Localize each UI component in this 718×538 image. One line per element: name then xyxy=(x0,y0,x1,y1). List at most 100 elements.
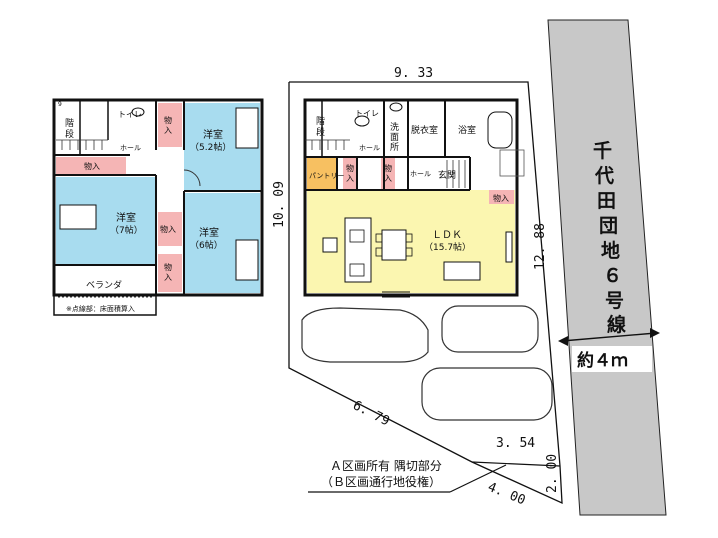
dim-corner-c: 2. 00 xyxy=(545,454,560,493)
road-name-char-4: 団 xyxy=(599,215,618,237)
f1-storage-label-2a: 物 xyxy=(384,163,392,173)
f1-storage-fill-3 xyxy=(489,190,514,204)
bedroom-b-label: 洋室 xyxy=(116,211,136,224)
dressing-label: 脱衣室 xyxy=(411,124,438,136)
pantry-fill xyxy=(307,157,337,190)
f1-stairs-label-2: 段 xyxy=(316,126,325,138)
f2-hall-label: ホール xyxy=(120,144,141,152)
f1-storage-label-3: 物入 xyxy=(493,193,509,203)
f2-toilet-icon xyxy=(131,107,145,117)
road-strip xyxy=(547,19,667,516)
bedroom-c-size: （6帖） xyxy=(190,239,223,251)
road-name-char-5: 地 xyxy=(601,239,620,262)
dining-chair-icon xyxy=(405,233,413,243)
dim-corner-a: 3. 54 xyxy=(496,436,535,451)
f2-storage-fill-3 xyxy=(158,212,182,246)
easement-note-line2: （Ｂ区画通行地役権） xyxy=(321,474,441,489)
f1-hall-label: ホール xyxy=(359,144,380,152)
easement-note-line1: Ａ区画所有 隅切部分 xyxy=(330,458,442,473)
f1-storage-label-1b: 入 xyxy=(346,174,354,183)
f2-storage-fill-2 xyxy=(56,157,126,175)
f1-windows xyxy=(382,291,410,298)
bed-icon-a xyxy=(235,107,259,149)
dim-diagonal: 6. 79 xyxy=(350,398,392,429)
dim-top: 9. 33 xyxy=(394,66,433,81)
bedroom-c-label: 洋室 xyxy=(199,226,219,239)
door-arc xyxy=(183,169,201,187)
tv-stand-icon xyxy=(505,231,513,263)
dining-table-icon xyxy=(381,229,407,261)
f1-stair-treads xyxy=(305,139,350,150)
f1-stairs-label-1: 階 xyxy=(316,116,325,127)
f2-toilet-label: トイレ xyxy=(118,110,142,119)
floor1-plan: 階 段 トイレ ホール 洗 面 所 脱衣室 浴室 ホール 玄関 パントリー 物 … xyxy=(303,98,525,298)
fridge-icon xyxy=(322,237,338,253)
f2-storage-label-1b: 入 xyxy=(164,126,172,135)
road-width-label: 約４ｍ xyxy=(577,350,628,371)
car-icon xyxy=(301,307,429,363)
road-name-char-6: ６ xyxy=(603,265,622,287)
f1-storage-label-1a: 物 xyxy=(346,163,354,173)
car-icon xyxy=(421,367,553,421)
f2-storage-fill-4 xyxy=(158,254,182,292)
bedroom-a-label: 洋室 xyxy=(203,128,223,141)
parked-cars xyxy=(301,305,553,421)
entrance-steps xyxy=(446,149,525,188)
sofa-icon xyxy=(443,261,481,281)
f2-storage-fill-1 xyxy=(158,103,182,147)
f1-wash-label-1: 洗 xyxy=(390,121,399,133)
kitchen-stove-icon xyxy=(349,263,365,277)
bedroom-a-size: （5.2帖） xyxy=(190,141,231,153)
road-arrow-right xyxy=(650,328,660,338)
f2-stairs-label-1: 階 xyxy=(65,118,74,129)
dim-right: 12. 88 xyxy=(533,223,548,270)
f2-stairs-label-2: 段 xyxy=(65,128,74,140)
ldk-label: ＬＤＫ xyxy=(432,230,462,241)
bed-icon-b xyxy=(59,204,97,230)
bedroom-b-size: （7帖） xyxy=(110,224,143,236)
bath-label: 浴室 xyxy=(458,124,476,136)
floor1-outer-wall xyxy=(303,98,519,297)
bathtub-icon xyxy=(487,111,513,149)
f1-hall2-label: ホール xyxy=(410,170,431,178)
f1-wash-label-3: 所 xyxy=(390,142,399,153)
road-name-char-3: 田 xyxy=(597,190,616,212)
balcony-outline xyxy=(53,264,157,316)
f2-storage-label-4a: 物 xyxy=(164,262,172,272)
f2-storage-label-4b: 入 xyxy=(164,273,172,282)
road-name-char-7: 号 xyxy=(605,290,624,312)
car-icon xyxy=(441,305,539,353)
road-name-char-8: 線 xyxy=(607,313,626,336)
f1-storage-fill-1 xyxy=(343,157,357,190)
entrance-label: 玄関 xyxy=(438,169,456,181)
corner-cut-line xyxy=(471,461,561,467)
kitchen-sink-icon xyxy=(349,229,365,243)
dim-left: 10. 09 xyxy=(272,181,287,228)
kitchen-counter-icon xyxy=(344,217,372,283)
f2-storage-label-1a: 物 xyxy=(164,115,172,125)
road-name-char-2: 代 xyxy=(594,165,614,187)
f2-storage-label-2: 物入 xyxy=(84,161,100,171)
f2-stair-treads xyxy=(56,139,108,150)
f2-stair-numbers-top: 9 xyxy=(58,101,62,108)
f1-toilet-label: トイレ xyxy=(355,109,379,118)
floor2-outer-wall xyxy=(52,98,264,297)
dining-chair-icon xyxy=(375,233,383,243)
dining-chair-icon xyxy=(405,247,413,257)
ldk-fill xyxy=(307,190,515,293)
road-width-box xyxy=(572,346,652,372)
floor2-plan: 9 階 段 トイレ ホール 物 入 物入 物入 物 入 洋室 （5.2帖） 洋室… xyxy=(52,98,264,316)
balcony-label: ベランダ xyxy=(86,279,122,291)
pantry-label: パントリー xyxy=(309,172,344,180)
f2-storage-label-3: 物入 xyxy=(160,224,176,234)
road-arrow-left xyxy=(558,336,568,346)
bed-icon-c xyxy=(235,239,259,281)
site-boundary xyxy=(288,81,563,505)
easement-leader-diagonal xyxy=(449,464,507,493)
balcony-note: ※点線部：床面積算入 xyxy=(66,304,135,313)
f1-toilet-icon xyxy=(354,115,370,127)
road-name-char-1: 千 xyxy=(593,140,612,162)
washbasin-icon xyxy=(389,102,403,112)
dining-chair-icon xyxy=(375,247,383,257)
